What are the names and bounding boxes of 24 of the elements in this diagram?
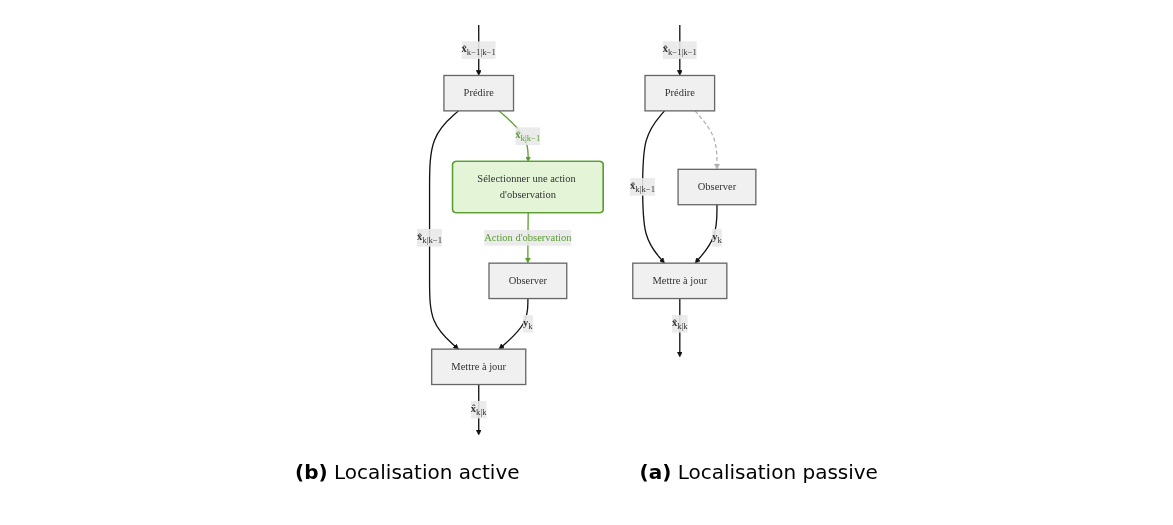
edge-label: x̂$_{k|k}$ xyxy=(470,402,487,417)
edge-label: x̂$_{k|k−1}$ xyxy=(417,230,443,245)
caption: (a) Localisation passive xyxy=(639,460,878,484)
arrow xyxy=(498,297,529,350)
arrow xyxy=(642,110,666,264)
arrow xyxy=(676,297,683,358)
node-box: Prédire xyxy=(443,74,515,112)
edge-label: x̂$_{k|k}$ xyxy=(671,316,688,331)
node-box: Mettre à jour xyxy=(632,262,728,300)
edge-label: x̂$_{k|k−1}$ xyxy=(630,180,656,194)
node-box: Observer xyxy=(677,168,757,206)
edge-label: y$_{k}$ xyxy=(712,230,722,245)
edge-label: y$_{k}$ xyxy=(523,316,533,331)
edge-label: Action d'observation xyxy=(484,231,572,244)
caption: (b) Localisation active xyxy=(295,460,520,484)
arrow xyxy=(694,110,720,170)
node-box: Prédire xyxy=(644,74,716,112)
node-box: Observer xyxy=(488,262,568,300)
node-box: Mettre à jour xyxy=(431,348,527,386)
edge-label: x̂$_{k|k−1}$ xyxy=(515,129,541,144)
arrow xyxy=(428,110,460,350)
edge-label: x̂$_{k−1|k−1}$ xyxy=(662,43,698,58)
edge-label: x̂$_{k−1|k−1}$ xyxy=(461,43,496,58)
arrow xyxy=(694,204,718,264)
